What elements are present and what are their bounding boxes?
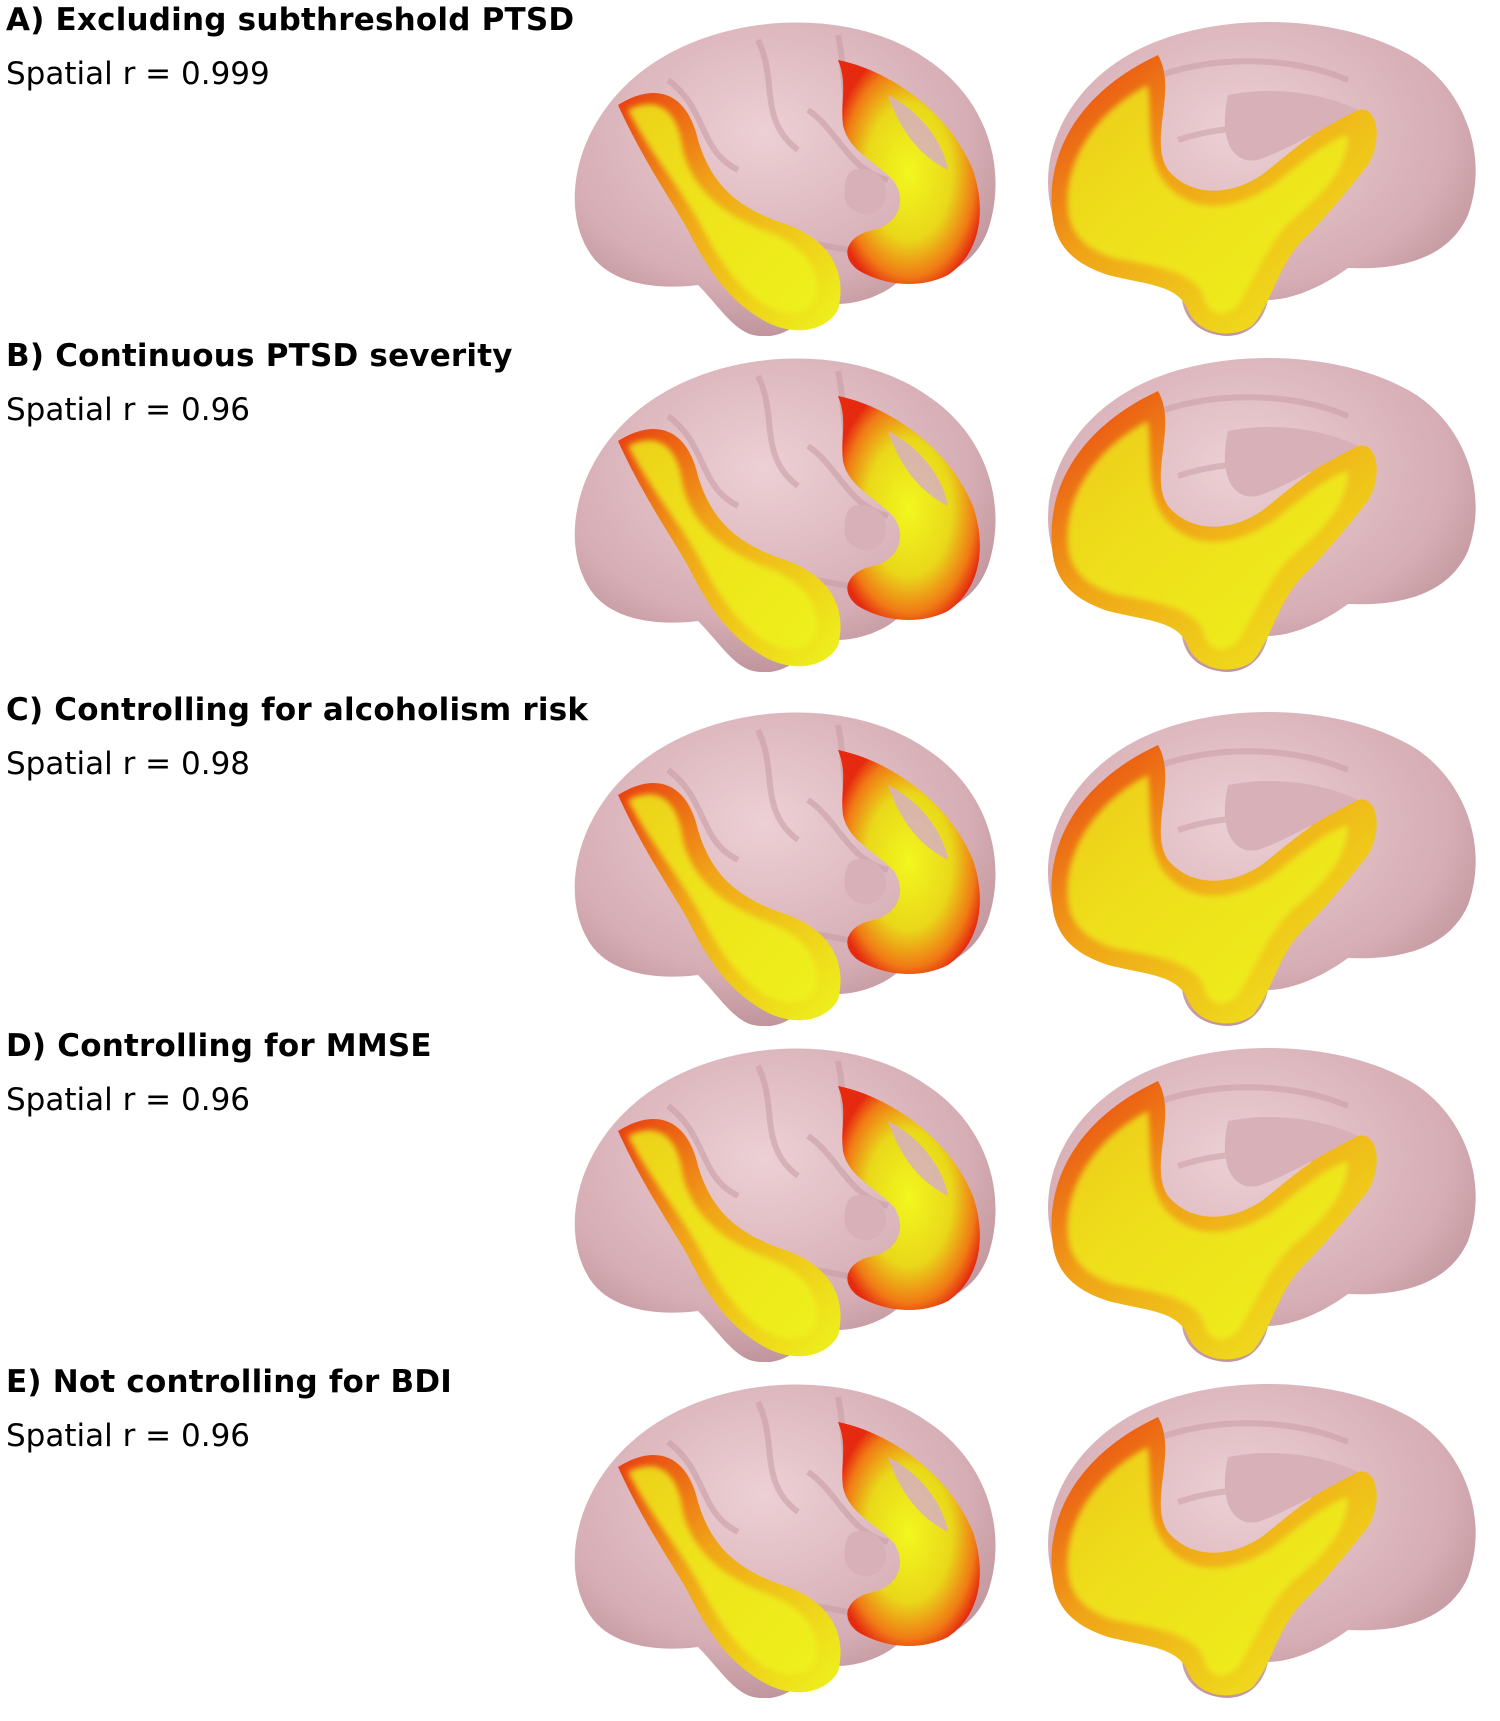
panel-subtitle: Spatial r = 0.96 xyxy=(6,1082,251,1118)
panel-c: C) Controlling for alcoholism risk Spati… xyxy=(0,690,1500,1026)
panel-d: D) Controlling for MMSE Spatial r = 0.96 xyxy=(0,1026,1500,1362)
panel-e: E) Not controlling for BDI Spatial r = 0… xyxy=(0,1362,1500,1698)
panel-title: E) Not controlling for BDI xyxy=(6,1364,453,1400)
brain-medial-view xyxy=(1028,1026,1498,1362)
brain-lateral-view xyxy=(548,1362,1018,1698)
brain-medial-view xyxy=(1028,336,1498,672)
panel-a: A) Excluding subthreshold PTSD Spatial r… xyxy=(0,0,1500,336)
panel-b: B) Continuous PTSD severity Spatial r = … xyxy=(0,336,1500,672)
panel-subtitle: Spatial r = 0.98 xyxy=(6,746,251,782)
brain-lateral-view xyxy=(548,336,1018,672)
brain-lateral-view xyxy=(548,690,1018,1026)
brain-medial-view xyxy=(1028,0,1498,336)
panel-title: C) Controlling for alcoholism risk xyxy=(6,692,589,728)
panel-title: D) Controlling for MMSE xyxy=(6,1028,432,1064)
brain-lateral-view xyxy=(548,1026,1018,1362)
panel-title: A) Excluding subthreshold PTSD xyxy=(6,2,575,38)
brain-medial-view xyxy=(1028,1362,1498,1698)
brain-lateral-view xyxy=(548,0,1018,336)
panel-subtitle: Spatial r = 0.96 xyxy=(6,1418,251,1454)
panel-subtitle: Spatial r = 0.96 xyxy=(6,392,251,428)
panel-subtitle: Spatial r = 0.999 xyxy=(6,56,270,92)
panel-title: B) Continuous PTSD severity xyxy=(6,338,513,374)
brain-medial-view xyxy=(1028,690,1498,1026)
